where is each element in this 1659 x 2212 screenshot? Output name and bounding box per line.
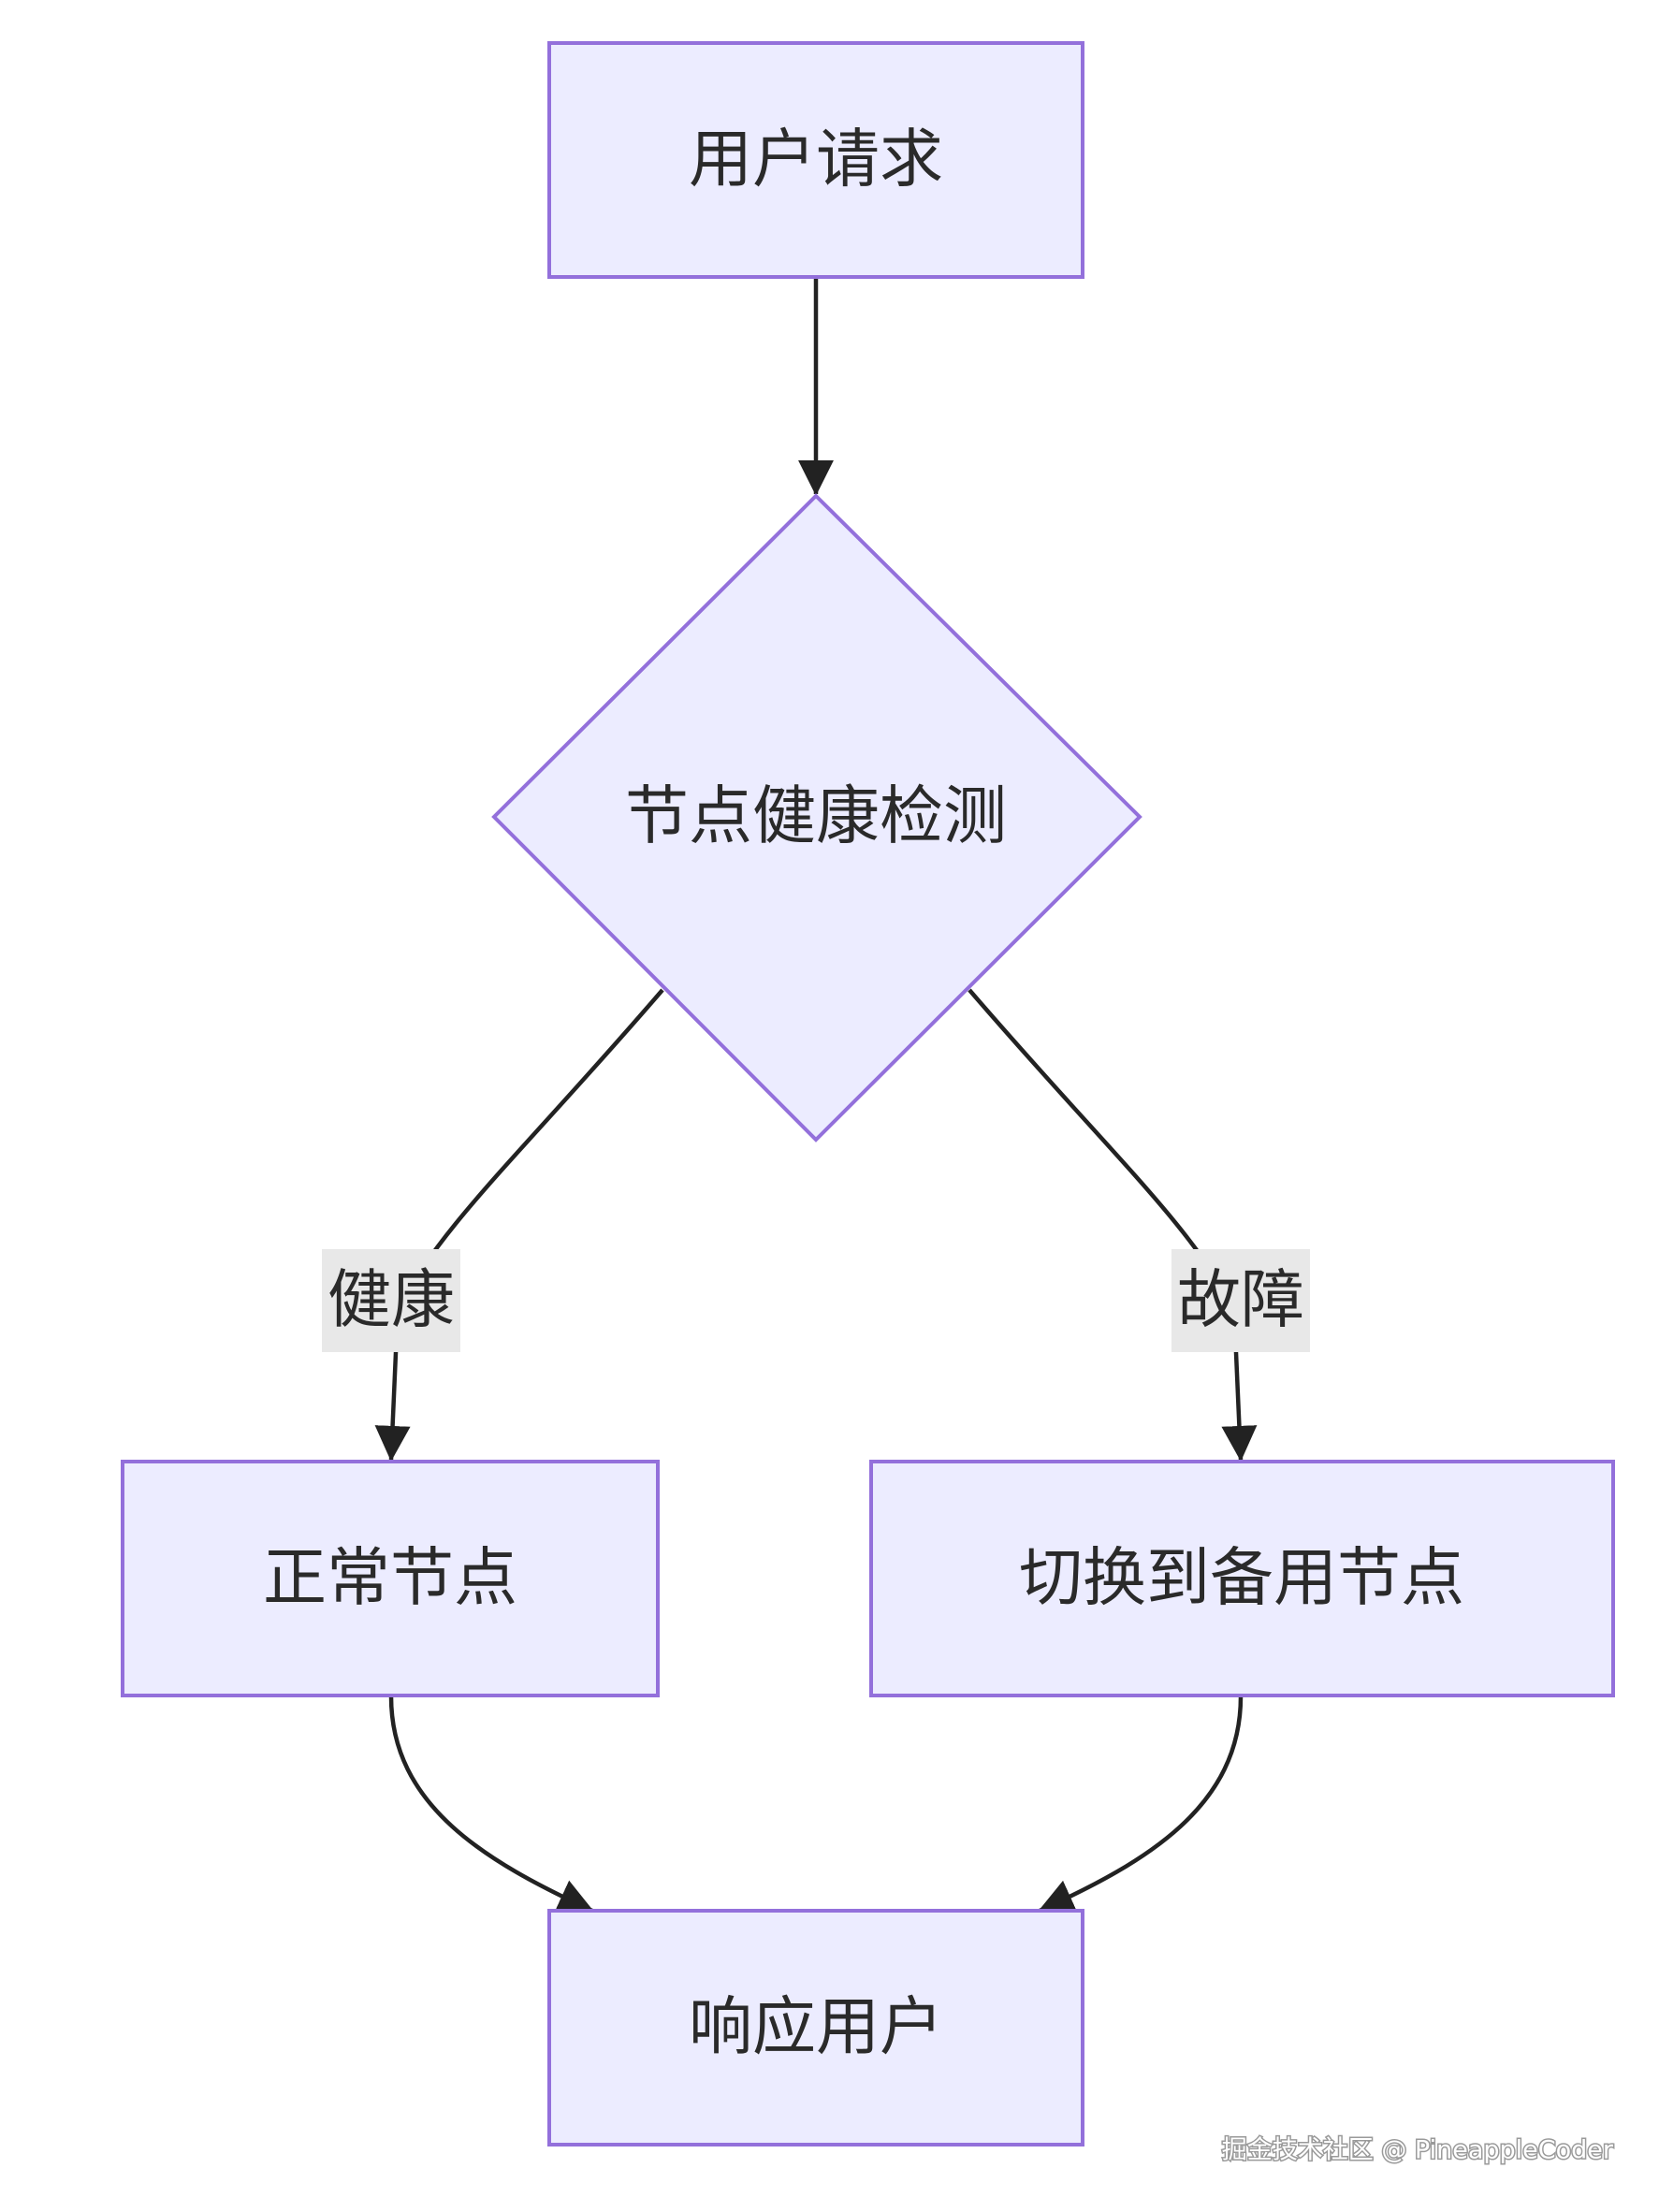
node-health-check[interactable]: 节点健康检测 — [491, 493, 1142, 1142]
edge-label-fault-text: 故障 — [1177, 1264, 1304, 1338]
node-normal[interactable]: 正常节点 — [121, 1460, 660, 1697]
node-failover-box — [869, 1460, 1615, 1697]
edge-normal-to-respond — [388, 1695, 594, 1914]
edge-failover-to-respond — [1038, 1695, 1244, 1914]
edge-check-to-failover — [968, 988, 1258, 1462]
watermark: 掘金技术社区 @ PineappleCoder — [1220, 2134, 1615, 2166]
edge-label-fault-bg — [1171, 1249, 1310, 1352]
edge-check-to-normal — [374, 988, 664, 1462]
node-respond-box — [547, 1909, 1084, 2147]
watermark-text: 掘金技术社区 @ PineappleCoder — [1222, 2136, 1614, 2165]
edge-label-healthy: 健康 — [322, 1249, 460, 1352]
edge-label-fault: 故障 — [1171, 1249, 1310, 1352]
node-health-check-label: 节点健康检测 — [625, 780, 1007, 854]
node-normal-box — [121, 1460, 660, 1697]
node-user-request[interactable]: 用户请求 — [547, 41, 1084, 279]
node-user-request-label: 用户请求 — [689, 124, 943, 197]
node-failover-label: 切换到备用节点 — [1019, 1542, 1464, 1616]
node-failover[interactable]: 切换到备用节点 — [869, 1460, 1615, 1697]
edge-label-healthy-text: 健康 — [327, 1264, 455, 1338]
node-respond[interactable]: 响应用户 — [547, 1909, 1084, 2147]
node-user-request-box — [547, 41, 1084, 279]
node-normal-label: 正常节点 — [263, 1542, 517, 1616]
node-respond-label: 响应用户 — [689, 1991, 943, 2065]
edge-label-healthy-bg — [322, 1249, 460, 1352]
node-health-check-diamond — [491, 493, 1142, 1142]
